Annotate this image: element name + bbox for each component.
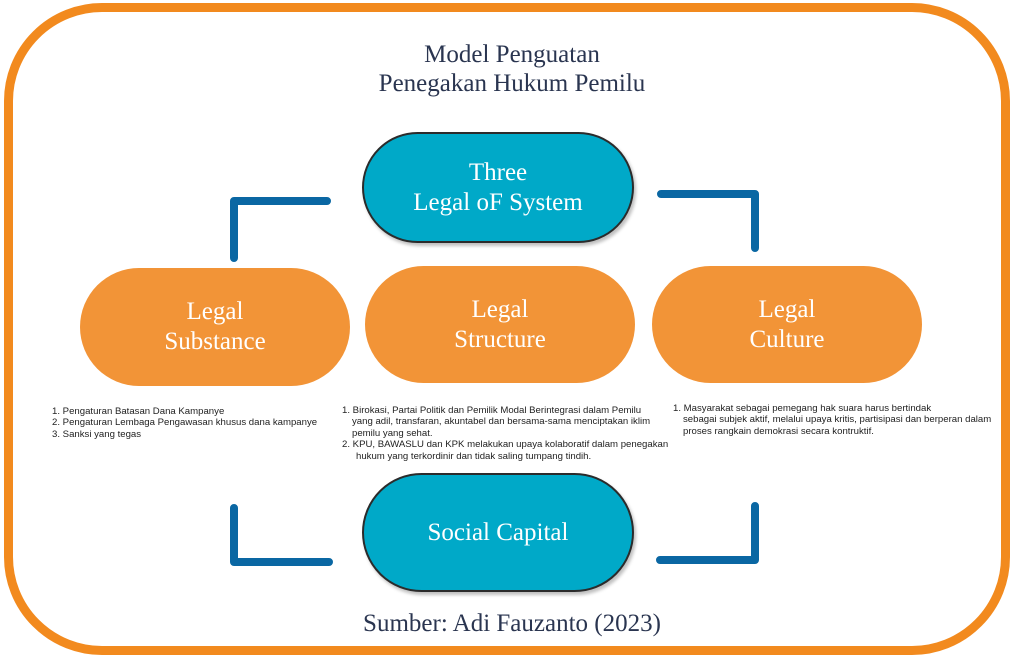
node-legal-culture-line2: Culture (749, 325, 825, 353)
culture-note-1-cont-2: proses rangkain demokrasi secara kontruk… (683, 425, 874, 437)
node-three-legal-system: Three Legal oF System (362, 132, 634, 243)
title-line-2: Penegakan Hukum Pemilu (378, 70, 646, 97)
node-legal-structure: Legal Structure (365, 266, 635, 383)
notes-legal-structure: 1. Birokasi, Partai Politik dan Pemilik … (342, 405, 668, 462)
connector-top-left-path (230, 197, 331, 262)
connector-bottom-left-path (230, 504, 333, 566)
outer-frame (4, 3, 1010, 655)
source-citation: Sumber: Adi Fauzanto (2023) (363, 610, 661, 637)
substance-note-1: 1. Pengaturan Batasan Dana Kampanye (52, 406, 225, 417)
structure-note-2-cont-1: hukum yang terkordinir dan tidak saling … (356, 450, 592, 462)
node-legal-culture: Legal Culture (652, 266, 922, 383)
notes-legal-substance: 1. Pengaturan Batasan Dana Kampanye 2. P… (52, 406, 317, 440)
notes-legal-culture: 1. Masyarakat sebagai pemegang hak suara… (673, 403, 991, 437)
node-legal-substance-line2: Substance (164, 328, 266, 355)
structure-note-2: 2. KPU, BAWASLU dan KPK melakukan upaya … (342, 439, 669, 451)
substance-note-2: 2. Pengaturan Lembaga Pengawasan khusus … (52, 417, 318, 429)
structure-note-1: 1. Birokasi, Partai Politik dan Pemilik … (342, 405, 642, 416)
node-social-capital: Social Capital (362, 473, 634, 592)
node-legal-substance-line1: Legal (186, 298, 244, 325)
culture-note-1-cont-1: sebagai subjek aktif, melalui upaya krit… (683, 414, 992, 426)
structure-note-1-cont-2: pemilu yang sehat. (352, 427, 433, 439)
node-legal-structure-line1: Legal (471, 295, 529, 323)
node-three-legal-system-line2: Legal oF System (413, 188, 583, 216)
connector-top-right-path (657, 190, 759, 252)
structure-note-1-cont-1: yang adil, transfaran, akuntabel dan ber… (352, 416, 651, 428)
node-three-legal-system-line1: Three (468, 158, 528, 186)
title-line-1: Model Penguatan (424, 41, 600, 68)
node-legal-culture-line1: Legal (758, 295, 816, 323)
node-legal-structure-line2: Structure (454, 325, 546, 353)
node-legal-substance: Legal Substance (80, 268, 350, 386)
diagram-title: Model Penguatan Penegakan Hukum Pemilu (300, 40, 724, 98)
connector-bottom-right-path (656, 502, 759, 564)
culture-note-1: 1. Masyarakat sebagai pemegang hak suara… (673, 403, 932, 414)
node-social-capital-label: Social Capital (427, 518, 569, 546)
substance-note-3: 3. Sanksi yang tegas (52, 428, 142, 440)
